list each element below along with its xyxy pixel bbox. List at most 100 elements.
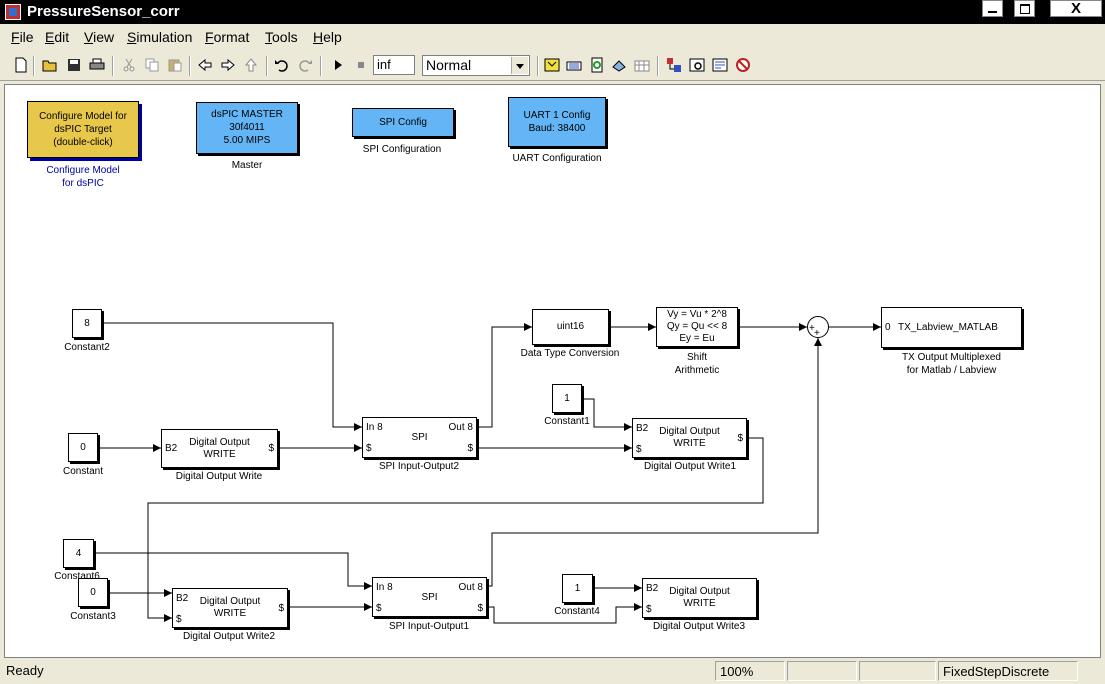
window-title: PressureSensor_corr xyxy=(27,3,180,20)
digital-output-write1-label: Digital Output Write1 xyxy=(643,461,737,472)
block-diagram: + + Configure Model for dsPIC Target (do… xyxy=(5,85,1100,657)
back-arrow-icon[interactable] xyxy=(197,57,213,73)
update-diagram-icon[interactable] xyxy=(566,57,582,73)
port-label: B2 xyxy=(646,583,659,594)
start-simulation-icon[interactable] xyxy=(330,57,346,73)
stop-simulation-icon[interactable] xyxy=(353,57,369,73)
block-text: WRITE xyxy=(203,449,236,460)
model-explorer-icon[interactable] xyxy=(666,57,682,73)
up-arrow-icon[interactable] xyxy=(243,57,259,73)
maximize-button[interactable] xyxy=(1014,0,1035,17)
refresh-icon[interactable] xyxy=(589,57,605,73)
copy-icon[interactable] xyxy=(144,57,160,73)
constant-value: 1 xyxy=(564,393,570,404)
port-label: Out 8 xyxy=(448,422,473,433)
dspic-master-block[interactable]: dsPIC MASTER 30f4011 5.00 MIPS xyxy=(196,102,298,154)
no-entry-icon[interactable] xyxy=(735,57,751,73)
menu-bar: File Edit View Simulation Format Tools H… xyxy=(0,26,1105,48)
debugger-icon[interactable] xyxy=(689,57,705,73)
menu-tools[interactable]: Tools xyxy=(265,29,298,45)
model-canvas[interactable]: + + Configure Model for dsPIC Target (do… xyxy=(4,84,1101,658)
block-text: Digital Output xyxy=(189,437,250,448)
print-icon[interactable] xyxy=(89,57,105,73)
forward-arrow-icon[interactable] xyxy=(220,57,236,73)
port-label: $ xyxy=(737,433,743,444)
simulation-mode-select[interactable]: Normal xyxy=(422,55,530,76)
menu-edit[interactable]: Edit xyxy=(45,29,70,45)
constant4-block[interactable]: 1 xyxy=(562,574,593,603)
grid-icon[interactable] xyxy=(634,57,650,73)
port-label: $ xyxy=(278,603,284,614)
new-model-icon[interactable] xyxy=(13,57,29,73)
signal-dow1-to-dow2 xyxy=(147,437,764,622)
block-text: Configure Model for xyxy=(39,111,127,122)
menu-format[interactable]: Format xyxy=(205,29,250,45)
port-label: $ xyxy=(636,444,642,455)
block-text: Qy = Qu << 8 xyxy=(666,321,728,332)
shift-arithmetic-block[interactable]: Vy = Vu * 2^8 Qy = Qu << 8 Ey = Eu xyxy=(656,307,738,347)
constant1-block[interactable]: 1 xyxy=(552,384,582,413)
toolbar xyxy=(0,52,1105,81)
data-type-conversion-block[interactable]: uint16 xyxy=(532,309,609,345)
menu-simulation[interactable]: Simulation xyxy=(127,29,193,45)
signal-spi1-to-sum xyxy=(487,338,822,587)
undo-icon[interactable] xyxy=(274,57,290,73)
signal-constant6-to-spi1 xyxy=(94,552,372,590)
paste-icon[interactable] xyxy=(167,57,183,73)
save-icon[interactable] xyxy=(66,57,82,73)
constant-value: 4 xyxy=(75,548,82,559)
model-advisor-icon[interactable] xyxy=(712,57,728,73)
port-label: $ xyxy=(477,603,483,614)
solver-name: FixedStepDiscrete xyxy=(938,661,1078,681)
constant2-block[interactable]: 8 xyxy=(72,309,102,338)
constant6-block[interactable]: 4 xyxy=(63,539,94,568)
constant-block[interactable]: 0 xyxy=(68,433,98,462)
block-text: 30f4011 xyxy=(229,122,265,133)
sum-sign-2: + xyxy=(814,328,820,339)
digital-output-write3-block[interactable]: B2 $ Digital Output WRITE xyxy=(642,578,757,618)
signal-spi2-to-dtc xyxy=(477,323,532,428)
menu-view[interactable]: View xyxy=(84,29,115,45)
configure-model-block[interactable]: Configure Model for dsPIC Target (double… xyxy=(27,101,139,158)
spi-input-output2-block[interactable]: In 8 $ Out 8 $ SPI xyxy=(362,417,477,458)
spi-input-output1-block[interactable]: In 8 $ Out 8 $ SPI xyxy=(372,577,487,617)
constant-value: 1 xyxy=(574,583,581,594)
block-text: dsPIC MASTER xyxy=(211,109,283,120)
title-bar[interactable]: PressureSensor_corr X xyxy=(0,0,1105,24)
redo-icon[interactable] xyxy=(297,57,313,73)
chevron-down-icon[interactable] xyxy=(511,57,528,74)
digital-output-write2-block[interactable]: B2 $ $ Digital Output WRITE xyxy=(172,588,288,628)
stop-time-input[interactable]: inf xyxy=(373,55,415,75)
block-text: Vy = Vu * 2^8 xyxy=(667,309,727,320)
minimize-button[interactable] xyxy=(982,0,1003,17)
spi-config-block[interactable]: SPI Config xyxy=(352,108,454,137)
block-text: WRITE xyxy=(213,608,247,619)
block-text: dsPIC Target xyxy=(54,124,112,135)
cut-icon[interactable] xyxy=(121,57,137,73)
constant4-label: Constant4 xyxy=(554,606,600,617)
build-icon[interactable] xyxy=(544,57,560,73)
constant3-label: Constant3 xyxy=(70,611,116,622)
status-panel-empty-1 xyxy=(787,661,857,681)
signal-constant2-to-spi2 xyxy=(102,322,362,431)
constant3-block[interactable]: 0 xyxy=(78,578,108,607)
block-text: WRITE xyxy=(673,438,706,449)
digital-output-write-block[interactable]: B2 $ Digital Output WRITE xyxy=(161,429,278,468)
block-text: Digital Output xyxy=(199,596,261,607)
close-button[interactable]: X xyxy=(1050,0,1102,17)
simulink-app-icon xyxy=(5,4,21,20)
uart-config-block[interactable]: UART 1 Config Baud: 38400 xyxy=(508,97,606,147)
menu-help[interactable]: Help xyxy=(313,29,342,45)
menu-file[interactable]: File xyxy=(11,29,34,45)
data-type-conversion-label: Data Type Conversion xyxy=(520,348,620,359)
tx-input-port: 0 xyxy=(885,322,891,333)
open-folder-icon[interactable] xyxy=(42,57,58,73)
port-label: In 8 xyxy=(366,422,383,433)
tx-output-block[interactable]: 0 TX_Labview_MATLAB xyxy=(881,307,1022,348)
block-text: UART 1 Config xyxy=(523,110,591,121)
library-browser-icon[interactable] xyxy=(611,57,627,73)
sum-block[interactable] xyxy=(807,316,829,338)
digital-output-write1-block[interactable]: B2 $ $ Digital Output WRITE xyxy=(632,418,747,458)
block-text: SPI xyxy=(421,592,438,603)
